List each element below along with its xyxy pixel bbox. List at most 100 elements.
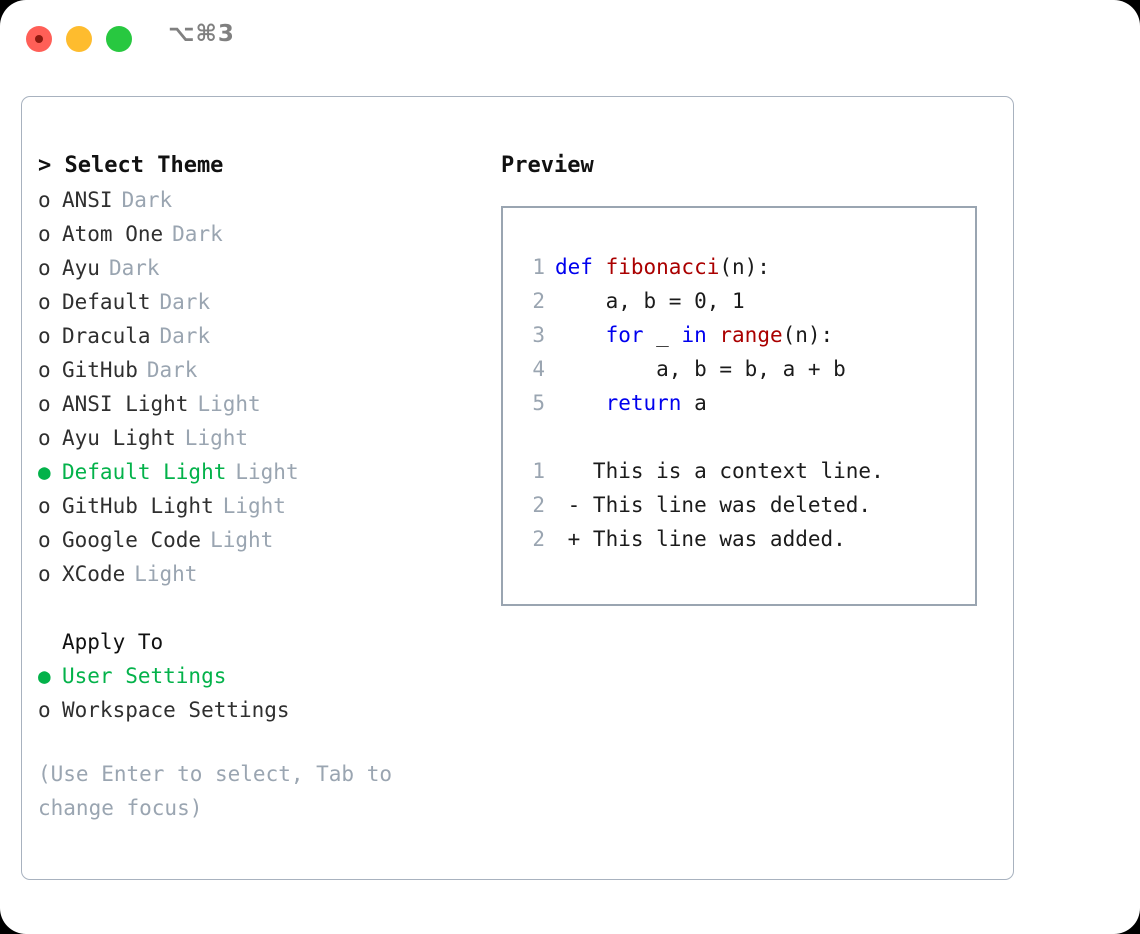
- code-token: _: [643, 323, 682, 347]
- radio-unselected-icon: o: [38, 698, 51, 722]
- radio-unselected-icon: o: [38, 256, 51, 280]
- apply-to-label: User Settings: [62, 664, 227, 688]
- theme-variant-tag: Dark: [172, 222, 223, 246]
- radio-unselected-icon: o: [38, 528, 51, 552]
- code-text: a, b = b, a + b: [555, 352, 846, 386]
- diff-line: 2 - This line was deleted.: [519, 488, 967, 522]
- theme-name: GitHub: [62, 358, 138, 382]
- code-token: a, b = b, a + b: [555, 357, 846, 381]
- radio-unselected-icon: o: [38, 494, 51, 518]
- theme-list-item[interactable]: o GitHub Light Light: [38, 489, 468, 523]
- radio-unselected-icon: o: [38, 562, 51, 586]
- code-line: 5 return a: [519, 386, 967, 420]
- code-token: [555, 391, 606, 415]
- theme-list-item[interactable]: o Atom One Dark: [38, 217, 468, 251]
- shortcut-label: ⌥⌘3: [168, 21, 235, 47]
- code-token: fibonacci: [605, 255, 720, 279]
- theme-variant-tag: Light: [222, 494, 286, 518]
- apply-to-label: Workspace Settings: [62, 698, 290, 722]
- theme-variant-tag: Light: [184, 426, 249, 450]
- line-number: 4: [532, 357, 545, 381]
- theme-list-item[interactable]: o ANSI Light Light: [38, 387, 468, 421]
- theme-variant-tag: Dark: [159, 290, 211, 314]
- apply-to-heading: Apply To: [62, 630, 164, 654]
- code-token: range: [719, 323, 783, 347]
- code-token: in: [681, 323, 720, 347]
- code-gap: [519, 420, 967, 454]
- theme-name: Google Code: [62, 528, 202, 552]
- radio-unselected-icon: o: [38, 324, 51, 348]
- theme-variant-tag: Light: [134, 562, 198, 586]
- window-controls: [26, 26, 132, 52]
- theme-name: XCode: [62, 562, 126, 586]
- code-token: a: [681, 391, 707, 415]
- maximize-icon[interactable]: [106, 26, 132, 52]
- theme-variant-tag: Dark: [146, 358, 198, 382]
- line-number: 2: [532, 527, 545, 551]
- radio-unselected-icon: o: [38, 222, 51, 246]
- diff-text: This is a context line.: [555, 459, 884, 483]
- theme-list-item[interactable]: o GitHub Dark: [38, 353, 468, 387]
- theme-list-item[interactable]: o XCode Light: [38, 557, 468, 591]
- diff-text: + This line was added.: [555, 527, 846, 551]
- line-number: 1: [532, 459, 545, 483]
- theme-variant-tag: Dark: [108, 256, 160, 280]
- radio-unselected-icon: o: [38, 426, 51, 450]
- line-number: 3: [532, 323, 545, 347]
- theme-list-item[interactable]: o Ayu Dark: [38, 251, 468, 285]
- preview-heading: Preview: [501, 153, 594, 178]
- theme-name: Ayu: [62, 256, 100, 280]
- diff-line: 1 This is a context line.: [519, 454, 967, 488]
- code-text: def fibonacci(n):: [555, 250, 770, 284]
- apply-to-item[interactable]: o Workspace Settings: [38, 693, 468, 727]
- code-token: [555, 323, 606, 347]
- code-token: return: [605, 391, 682, 415]
- title-bar: ⌥⌘3: [0, 0, 1140, 78]
- close-icon[interactable]: [26, 26, 52, 52]
- theme-variant-tag: Light: [210, 528, 274, 552]
- theme-variant-tag: Dark: [159, 324, 211, 348]
- code-line: 4 a, b = b, a + b: [519, 352, 967, 386]
- minimize-icon[interactable]: [66, 26, 92, 52]
- line-number: 5: [532, 391, 545, 415]
- theme-name: GitHub Light: [62, 494, 214, 518]
- list-spacer: [38, 591, 468, 625]
- line-number: 2: [532, 493, 545, 517]
- code-line: 3 for _ in range(n):: [519, 318, 967, 352]
- theme-name: Default: [62, 290, 151, 314]
- theme-variant-tag: Light: [235, 460, 299, 484]
- apply-to-list: ● User Settings o Workspace Settings: [38, 659, 468, 727]
- code-token: a, b = 0, 1: [555, 289, 745, 313]
- theme-name: ANSI Light: [62, 392, 189, 416]
- radio-selected-icon: ●: [38, 460, 51, 484]
- code-token: for: [605, 323, 644, 347]
- radio-unselected-icon: o: [38, 392, 51, 416]
- apply-to-item[interactable]: ● User Settings: [38, 659, 468, 693]
- theme-list-item[interactable]: o Google Code Light: [38, 523, 468, 557]
- radio-unselected-icon: o: [38, 188, 51, 212]
- theme-variant-tag: Light: [197, 392, 261, 416]
- radio-selected-icon: ●: [38, 664, 51, 688]
- code-token: def: [555, 255, 606, 279]
- code-text: for _ in range(n):: [555, 318, 834, 352]
- keyboard-hint: (Use Enter to select, Tab to change focu…: [38, 762, 405, 820]
- theme-variant-tag: Dark: [121, 188, 173, 212]
- radio-unselected-icon: o: [38, 358, 51, 382]
- code-token: (n):: [782, 323, 834, 347]
- theme-name: Atom One: [62, 222, 164, 246]
- diff-text: - This line was deleted.: [555, 493, 872, 517]
